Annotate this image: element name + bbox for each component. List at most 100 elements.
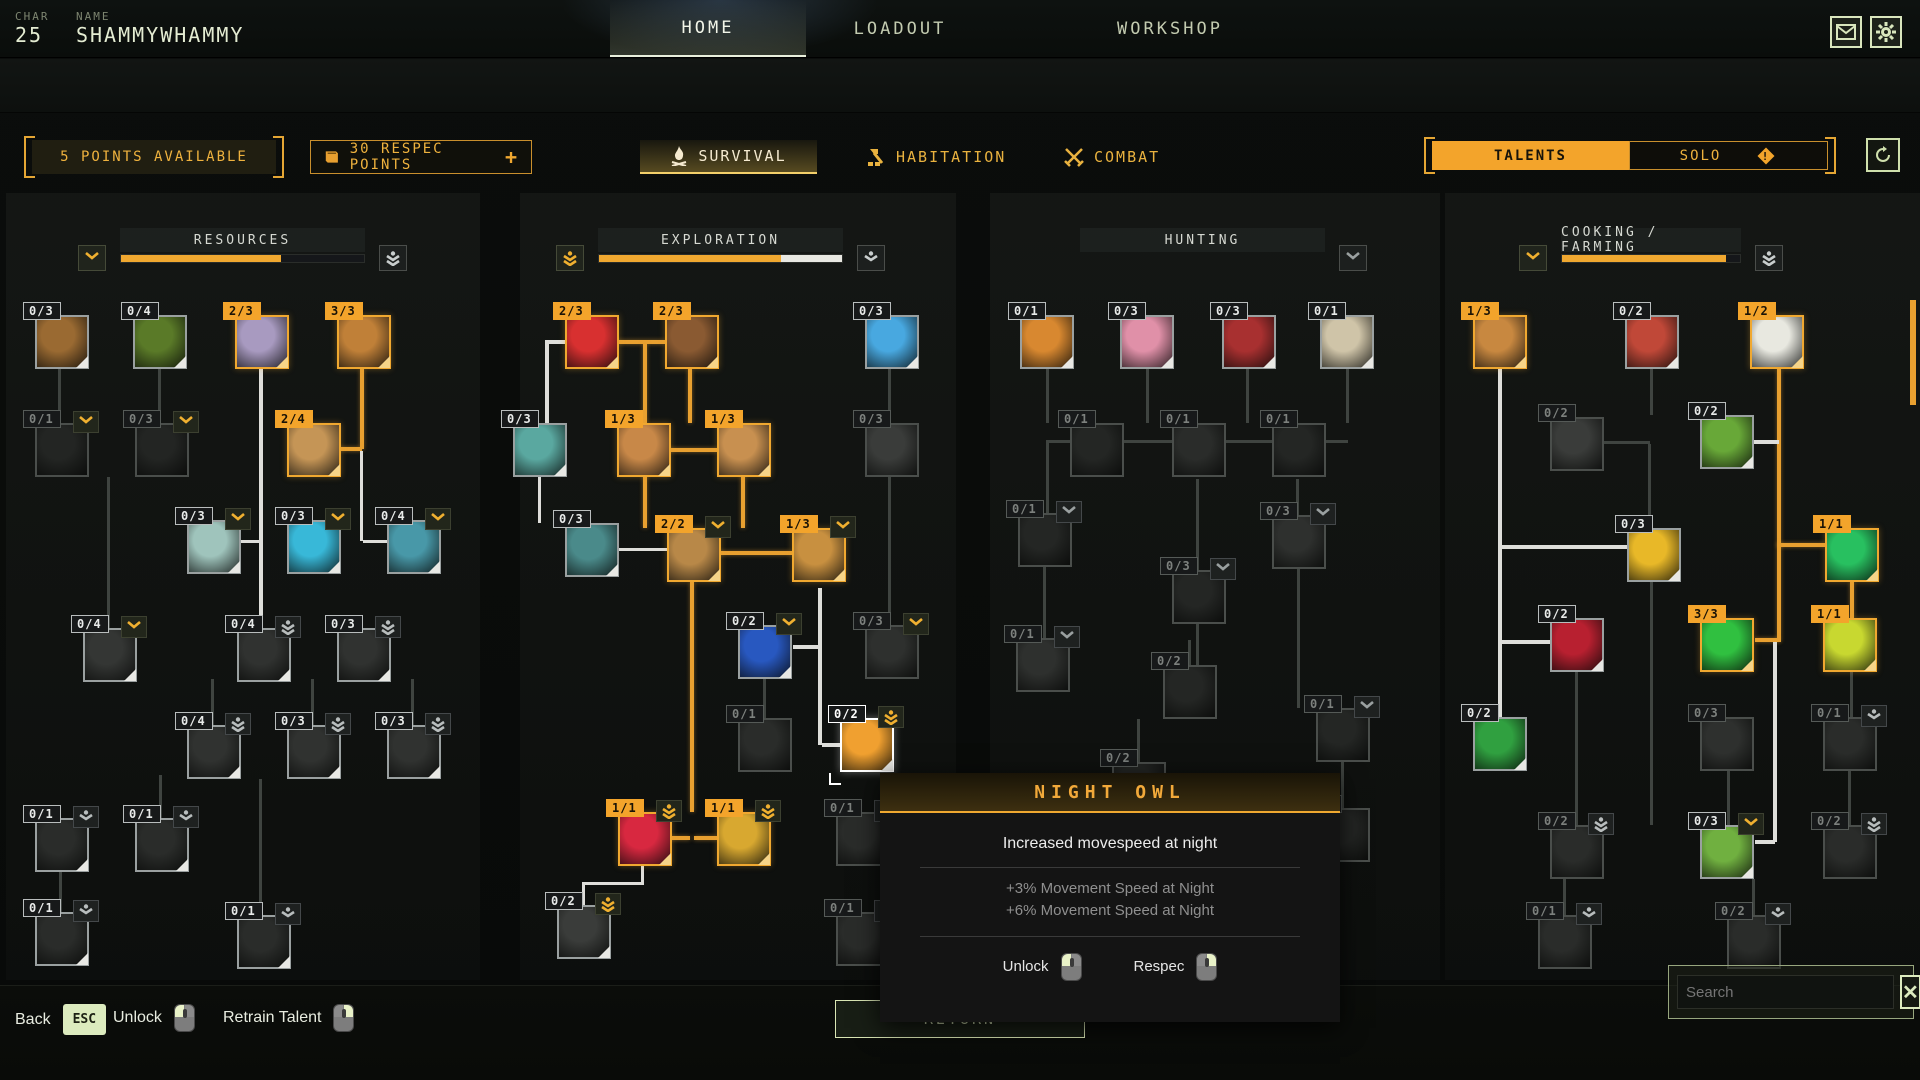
talent-node[interactable]: 0/3 xyxy=(123,410,199,477)
chevron-down-icon[interactable] xyxy=(1054,626,1080,648)
talent-node[interactable]: 0/3 xyxy=(501,410,567,477)
tab-survival[interactable]: SURVIVAL xyxy=(640,140,817,174)
talent-node[interactable]: 0/3 xyxy=(1688,812,1764,879)
chevron-gold-icon[interactable] xyxy=(78,245,106,271)
chevron-gold-icon[interactable] xyxy=(1519,245,1547,271)
talent-node[interactable]: 0/3 xyxy=(1210,302,1276,369)
talent-node[interactable]: 1/3 xyxy=(780,515,856,582)
talent-node[interactable]: 0/3 xyxy=(275,712,351,779)
talent-node[interactable]: 2/3 xyxy=(223,302,289,369)
talent-node[interactable]: 0/1 xyxy=(1811,704,1887,771)
talent-node[interactable]: 2/2 xyxy=(655,515,731,582)
refresh-button[interactable] xyxy=(1866,138,1900,172)
rank-silver-icon[interactable] xyxy=(1755,245,1783,271)
talent-node[interactable]: 0/3 xyxy=(853,410,919,477)
rank-gold-icon[interactable] xyxy=(556,245,584,271)
talent-node[interactable]: 0/3 xyxy=(1688,704,1754,771)
talent-node[interactable]: 0/2 xyxy=(1715,902,1791,969)
talent-node[interactable]: 0/3 xyxy=(1160,557,1236,624)
back-action[interactable]: Back ESC xyxy=(15,1004,107,1035)
talent-node[interactable]: 0/3 xyxy=(1260,502,1336,569)
talent-node[interactable]: 0/3 xyxy=(1108,302,1174,369)
talent-node[interactable]: 0/3 xyxy=(553,510,619,577)
talent-node[interactable]: 3/3 xyxy=(325,302,391,369)
chevron-down-icon[interactable] xyxy=(225,508,251,530)
talent-node[interactable]: 0/2 xyxy=(1461,704,1527,771)
talent-node[interactable]: 1/2 xyxy=(1738,302,1804,369)
talent-node[interactable]: 2/3 xyxy=(653,302,719,369)
talent-node[interactable]: 0/1 xyxy=(23,805,99,872)
talent-node[interactable]: 1/3 xyxy=(1461,302,1527,369)
talent-node[interactable]: 0/2 xyxy=(1538,605,1604,672)
talent-node[interactable]: 0/1 xyxy=(1260,410,1326,477)
chevron-down-icon[interactable] xyxy=(830,516,856,538)
chevron-down-icon[interactable] xyxy=(776,613,802,635)
talent-node[interactable]: 0/3 xyxy=(1615,515,1681,582)
talent-node[interactable]: 0/1 xyxy=(225,902,301,969)
talent-node[interactable]: 0/1 xyxy=(1008,302,1074,369)
talent-node[interactable]: 0/2 xyxy=(1811,812,1887,879)
tab-combat[interactable]: COMBAT xyxy=(1048,140,1176,174)
talent-node[interactable]: 0/3 xyxy=(853,612,929,679)
talent-node[interactable]: 0/4 xyxy=(375,507,451,574)
talent-node[interactable]: 0/2 xyxy=(1613,302,1679,369)
talent-node[interactable]: 0/4 xyxy=(225,615,301,682)
chevron-down-icon[interactable] xyxy=(705,516,731,538)
chevron-down-icon[interactable] xyxy=(1354,696,1380,718)
tooltip-unlock-action[interactable]: Unlock xyxy=(1003,952,1082,981)
eagle-silver-icon[interactable] xyxy=(857,245,885,271)
tab-workshop[interactable]: WORKSHOP xyxy=(1117,18,1223,39)
talent-node[interactable]: 1/1 xyxy=(705,799,781,866)
retrain-action[interactable]: Retrain Talent xyxy=(223,1004,355,1032)
scrollbar-thumb[interactable] xyxy=(1910,300,1916,405)
chevron-down-icon[interactable] xyxy=(1210,558,1236,580)
talent-node[interactable]: 0/1 xyxy=(1006,500,1082,567)
mail-button[interactable] xyxy=(1830,16,1862,48)
points-available-button[interactable]: 5 POINTS AVAILABLE xyxy=(24,136,284,178)
search-input[interactable] xyxy=(1677,975,1894,1009)
talent-node[interactable]: 0/4 xyxy=(175,712,251,779)
talent-node[interactable]: 0/3 xyxy=(375,712,451,779)
toggle-solo[interactable]: SOLO ! xyxy=(1629,141,1828,170)
chevron-down-icon[interactable] xyxy=(903,613,929,635)
tab-home[interactable]: HOME xyxy=(610,0,806,57)
talent-node[interactable]: 2/4 xyxy=(275,410,341,477)
talent-node[interactable]: 0/1 xyxy=(1308,302,1374,369)
talent-node[interactable]: 1/3 xyxy=(705,410,771,477)
talent-node[interactable]: 0/2 xyxy=(1151,652,1217,719)
talent-node[interactable]: 0/3 xyxy=(175,507,251,574)
unlock-action[interactable]: Unlock xyxy=(113,1004,195,1032)
chevron-down-icon[interactable] xyxy=(173,411,199,433)
chevron-down-icon[interactable] xyxy=(325,508,351,530)
talent-node[interactable]: 0/2 xyxy=(828,705,907,785)
talent-node[interactable]: 0/1 xyxy=(23,410,99,477)
talent-node[interactable]: 0/1 xyxy=(1526,902,1602,969)
talent-node[interactable]: 0/1 xyxy=(1058,410,1124,477)
talent-node[interactable]: 0/4 xyxy=(121,302,187,369)
chevron-down-icon[interactable] xyxy=(1056,501,1082,523)
settings-button[interactable] xyxy=(1870,16,1902,48)
talent-node[interactable]: 0/1 xyxy=(1160,410,1226,477)
chevron-down-icon[interactable] xyxy=(1738,813,1764,835)
respec-points-button[interactable]: 30 RESPEC POINTS + xyxy=(310,140,532,174)
talent-node[interactable]: 0/1 xyxy=(1304,695,1380,762)
talent-node[interactable]: 0/2 xyxy=(726,612,802,679)
talent-node[interactable]: 0/3 xyxy=(325,615,401,682)
rank-silver-icon[interactable] xyxy=(379,245,407,271)
tooltip-respec-action[interactable]: Respec xyxy=(1134,952,1218,981)
talent-node[interactable]: 0/1 xyxy=(726,705,792,772)
chevron-down-icon[interactable] xyxy=(1310,503,1336,525)
talent-node[interactable]: 0/1 xyxy=(123,805,199,872)
talent-node[interactable]: 0/3 xyxy=(853,302,919,369)
talent-node[interactable]: 0/3 xyxy=(23,302,89,369)
chevron-down-icon[interactable] xyxy=(425,508,451,530)
talent-node[interactable]: 0/3 xyxy=(275,507,351,574)
chevron-down-icon[interactable] xyxy=(73,411,99,433)
tab-loadout[interactable]: LOADOUT xyxy=(853,18,947,39)
talent-node[interactable]: 1/1 xyxy=(1811,605,1877,672)
talent-node[interactable]: 1/1 xyxy=(1813,515,1879,582)
talent-node[interactable]: 0/1 xyxy=(1004,625,1080,692)
talent-node[interactable]: 0/2 xyxy=(1688,402,1754,469)
talent-node[interactable]: 0/1 xyxy=(23,899,99,966)
talent-node[interactable]: 0/2 xyxy=(1538,404,1604,471)
